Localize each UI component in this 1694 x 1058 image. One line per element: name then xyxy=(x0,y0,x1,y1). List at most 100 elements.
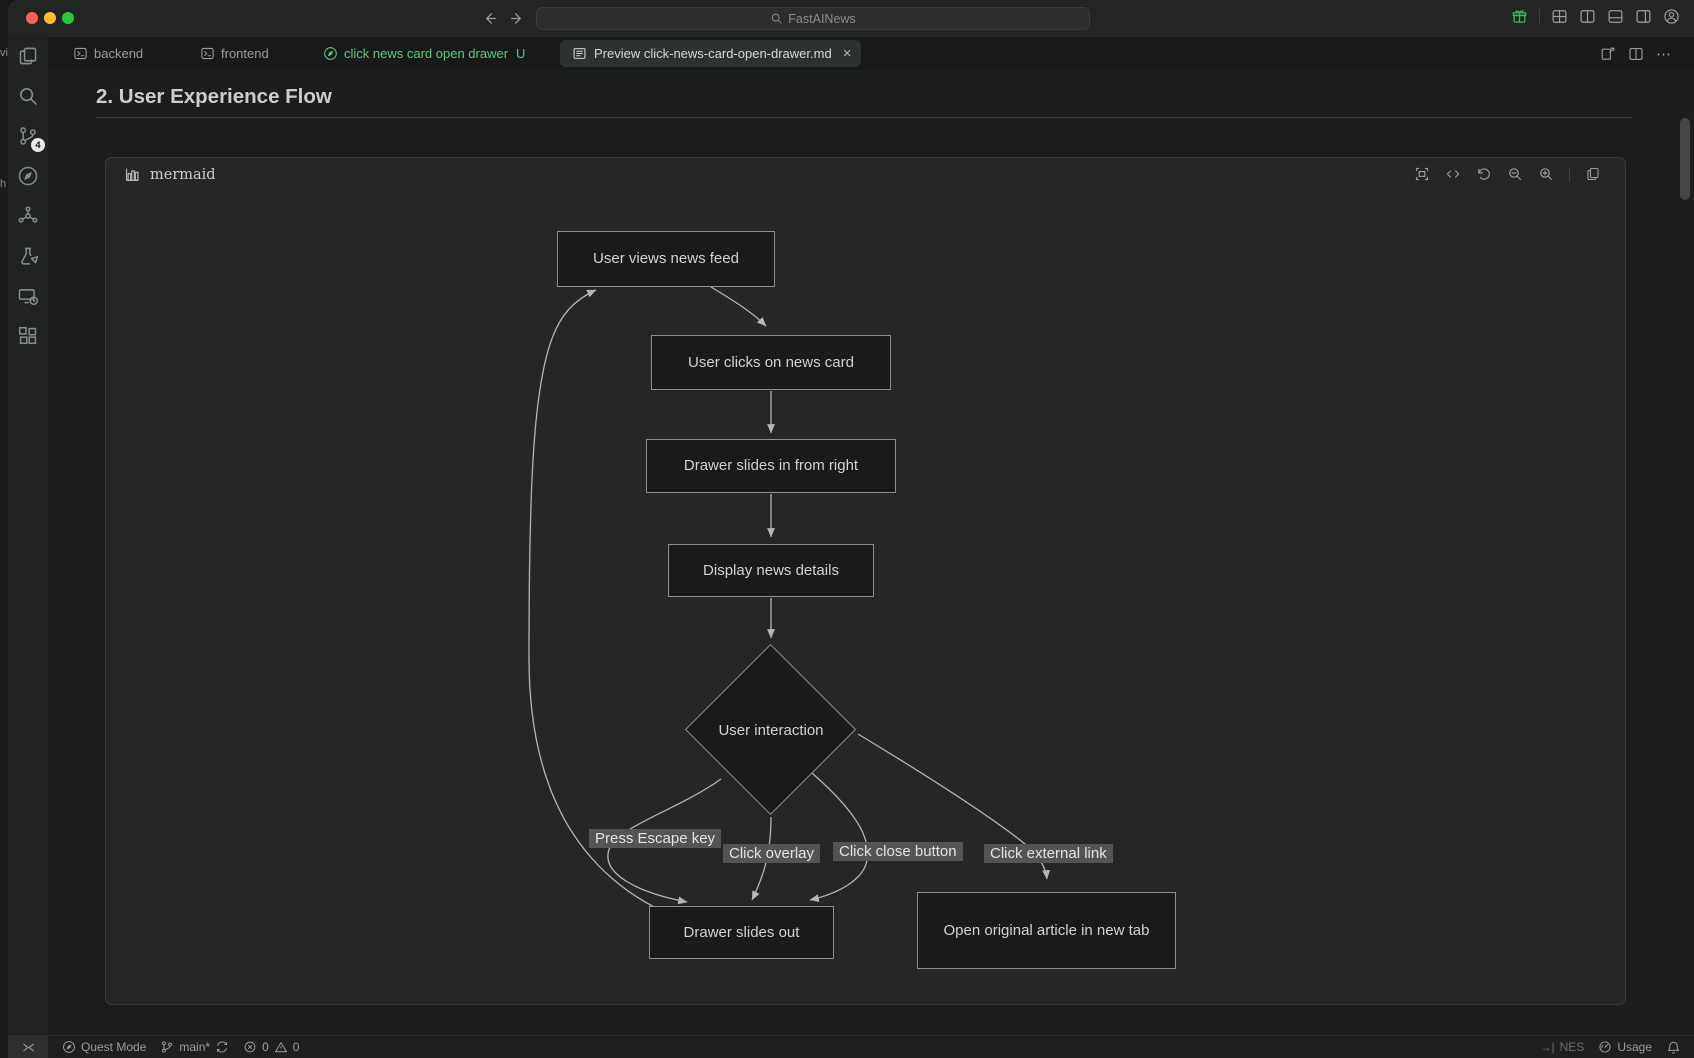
usage-gauge-icon xyxy=(1598,1040,1612,1054)
background-text-fragment: h xyxy=(0,178,7,190)
customize-layout-icon[interactable] xyxy=(1551,8,1568,25)
view-code-icon[interactable] xyxy=(1445,166,1461,182)
titlebar-divider xyxy=(1539,8,1540,25)
warning-count: 0 xyxy=(292,1040,300,1054)
usage-label: Usage xyxy=(1617,1040,1652,1054)
notifications-bell-icon[interactable] xyxy=(1666,1040,1681,1055)
history-forward-button[interactable] xyxy=(509,10,526,27)
account-icon[interactable] xyxy=(1663,8,1680,25)
zoom-in-icon[interactable] xyxy=(1538,166,1554,182)
node-label: Open original article in new tab xyxy=(943,921,1150,939)
error-icon xyxy=(243,1040,257,1054)
tab-label: backend xyxy=(94,46,144,61)
tab-backend[interactable]: backend xyxy=(73,37,143,70)
page-title: 2. User Experience Flow xyxy=(96,85,332,108)
flow-node-user-clicks-news-card: User clicks on news card xyxy=(651,335,891,390)
problems-item[interactable]: 0 0 xyxy=(243,1040,299,1054)
quest-compass-icon xyxy=(323,46,338,61)
toolbar-divider xyxy=(1569,166,1570,182)
network-hub-icon[interactable] xyxy=(16,204,40,228)
status-bar: Quest Mode main* 0 0 →| NES xyxy=(8,1035,1694,1058)
edge-A-B xyxy=(710,286,767,327)
edge-label-press-escape: Press Escape key xyxy=(589,829,722,848)
scrollbar-thumb[interactable] xyxy=(1680,118,1690,200)
edge-label-click-close: Click close button xyxy=(833,842,963,861)
search-icon[interactable] xyxy=(16,84,40,108)
warning-icon xyxy=(274,1040,288,1054)
background-text-fragment: vi xyxy=(0,47,8,59)
source-control-badge: 4 xyxy=(31,138,45,152)
flow-node-drawer-slides-in: Drawer slides in from right xyxy=(646,439,896,493)
zoom-out-icon[interactable] xyxy=(1507,166,1523,182)
edge-F-A xyxy=(528,289,655,908)
toggle-panel-icon[interactable] xyxy=(1607,8,1624,25)
tab-preview-md-active[interactable]: Preview click-news-card-open-drawer.md × xyxy=(560,40,862,67)
node-label: Display news details xyxy=(703,561,839,579)
flow-node-user-interaction: User interaction xyxy=(684,643,857,816)
close-window-button[interactable] xyxy=(26,12,38,24)
node-label: User clicks on news card xyxy=(688,353,854,371)
quest-mode-item[interactable]: Quest Mode xyxy=(62,1040,146,1054)
error-count: 0 xyxy=(262,1040,269,1054)
node-label: Drawer slides in from right xyxy=(683,457,859,474)
branch-name: main* xyxy=(179,1040,211,1054)
mermaid-block: mermaid xyxy=(105,157,1626,1005)
quest-mode-label: Quest Mode xyxy=(81,1040,147,1054)
quest-compass-icon xyxy=(62,1040,76,1054)
reset-view-icon[interactable] xyxy=(1476,166,1492,182)
node-label: Drawer slides out xyxy=(683,923,800,941)
markdown-preview-pane: 2. User Experience Flow mermaid xyxy=(48,70,1694,1035)
node-label: User views news feed xyxy=(593,250,739,267)
split-editor-icon[interactable] xyxy=(1628,46,1644,62)
tab-label: click news card open drawer xyxy=(344,46,509,61)
testing-beaker-icon[interactable] xyxy=(16,244,40,268)
flow-node-open-original-article: Open original article in new tab xyxy=(917,892,1176,969)
tab-click-news-card-open-drawer[interactable]: click news card open drawer U xyxy=(323,37,525,70)
fit-view-icon[interactable] xyxy=(1414,166,1430,182)
node-label: User interaction xyxy=(718,721,824,739)
flow-node-drawer-slides-out: Drawer slides out xyxy=(649,906,834,959)
split-editor-icon[interactable] xyxy=(1579,8,1596,25)
copy-icon[interactable] xyxy=(1585,166,1601,182)
mermaid-label: mermaid xyxy=(150,166,216,183)
background-window-sliver: vi h xyxy=(0,0,8,1058)
minimize-window-button[interactable] xyxy=(44,12,56,24)
more-actions-icon[interactable]: ⋯ xyxy=(1656,45,1672,63)
git-branch-icon xyxy=(160,1040,174,1054)
sync-icon xyxy=(215,1040,229,1054)
explorer-icon[interactable] xyxy=(16,44,40,68)
open-preview-side-icon[interactable] xyxy=(1600,46,1616,62)
search-value: FastAINews xyxy=(788,11,856,26)
tab-frontend[interactable]: frontend xyxy=(200,37,269,70)
search-icon xyxy=(770,12,783,25)
bar-chart-icon xyxy=(124,166,141,183)
tab-label: Preview click-news-card-open-drawer.md xyxy=(594,46,832,61)
tab-jump-icon: →| xyxy=(1539,1040,1555,1054)
remote-indicator[interactable] xyxy=(8,1036,48,1058)
app-window: FastAINews 4 xyxy=(8,0,1694,1058)
extension-gift-icon[interactable] xyxy=(1511,8,1528,25)
terminal-icon xyxy=(73,46,88,61)
flow-node-display-news-details: Display news details xyxy=(668,544,874,597)
flow-node-user-views-news-feed: User views news feed xyxy=(557,231,775,287)
edge-label-click-external: Click external link xyxy=(984,844,1113,863)
remote-devices-icon[interactable] xyxy=(16,284,40,308)
history-back-button[interactable] xyxy=(481,10,498,27)
extensions-icon[interactable] xyxy=(16,324,40,348)
usage-item[interactable]: Usage xyxy=(1598,1040,1652,1054)
heading-rule xyxy=(96,117,1632,118)
nes-label: NES xyxy=(1559,1040,1585,1054)
tab-label: frontend xyxy=(221,46,269,61)
edge-label-click-overlay: Click overlay xyxy=(723,844,821,863)
zoom-window-button[interactable] xyxy=(62,12,74,24)
source-control-icon[interactable]: 4 xyxy=(16,124,45,152)
close-tab-icon[interactable]: × xyxy=(842,45,852,62)
titlebar: FastAINews xyxy=(8,0,1694,37)
quest-compass-icon[interactable] xyxy=(16,164,40,188)
command-center-search[interactable]: FastAINews xyxy=(536,7,1090,30)
git-branch-item[interactable]: main* xyxy=(160,1040,229,1054)
terminal-icon xyxy=(200,46,215,61)
nes-indicator[interactable]: →| NES xyxy=(1540,1040,1585,1054)
toggle-secondary-sidebar-icon[interactable] xyxy=(1635,8,1652,25)
